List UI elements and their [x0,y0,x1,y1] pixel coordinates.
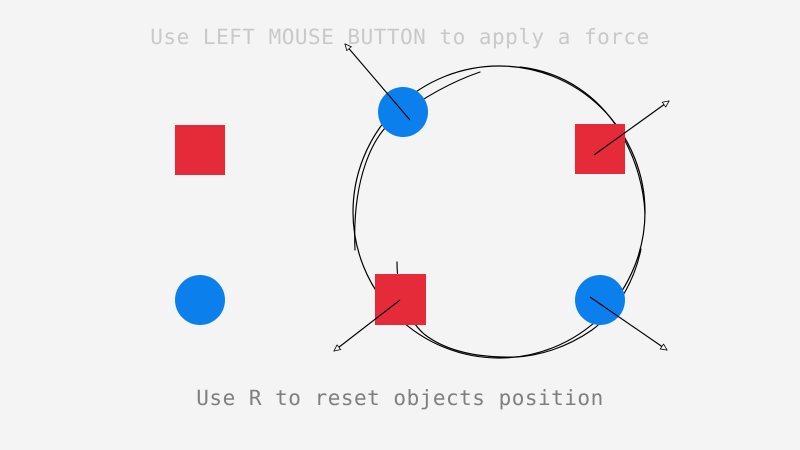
force-square-top-right [593,101,669,156]
hint-apply-force: Use LEFT MOUSE BUTTON to apply a force [150,25,650,49]
body-square-bottom-center[interactable] [375,274,426,325]
force-circle-top [345,44,411,121]
body-square-top-right[interactable] [575,124,625,174]
force-circle-bottom-right [589,296,667,350]
bodies-group[interactable] [175,87,625,325]
boundary-circle [352,65,646,359]
body-square-left[interactable] [175,125,225,175]
force-square-bottom-center [334,299,401,351]
body-circle-left[interactable] [175,275,225,325]
boundary-circle-group [352,65,646,359]
hint-reset-objects: Use R to reset objects position [196,386,604,410]
trail-circle-bottom-right [515,248,642,358]
force-vectors-group [334,44,669,351]
body-circle-bottom-right[interactable] [575,275,625,325]
